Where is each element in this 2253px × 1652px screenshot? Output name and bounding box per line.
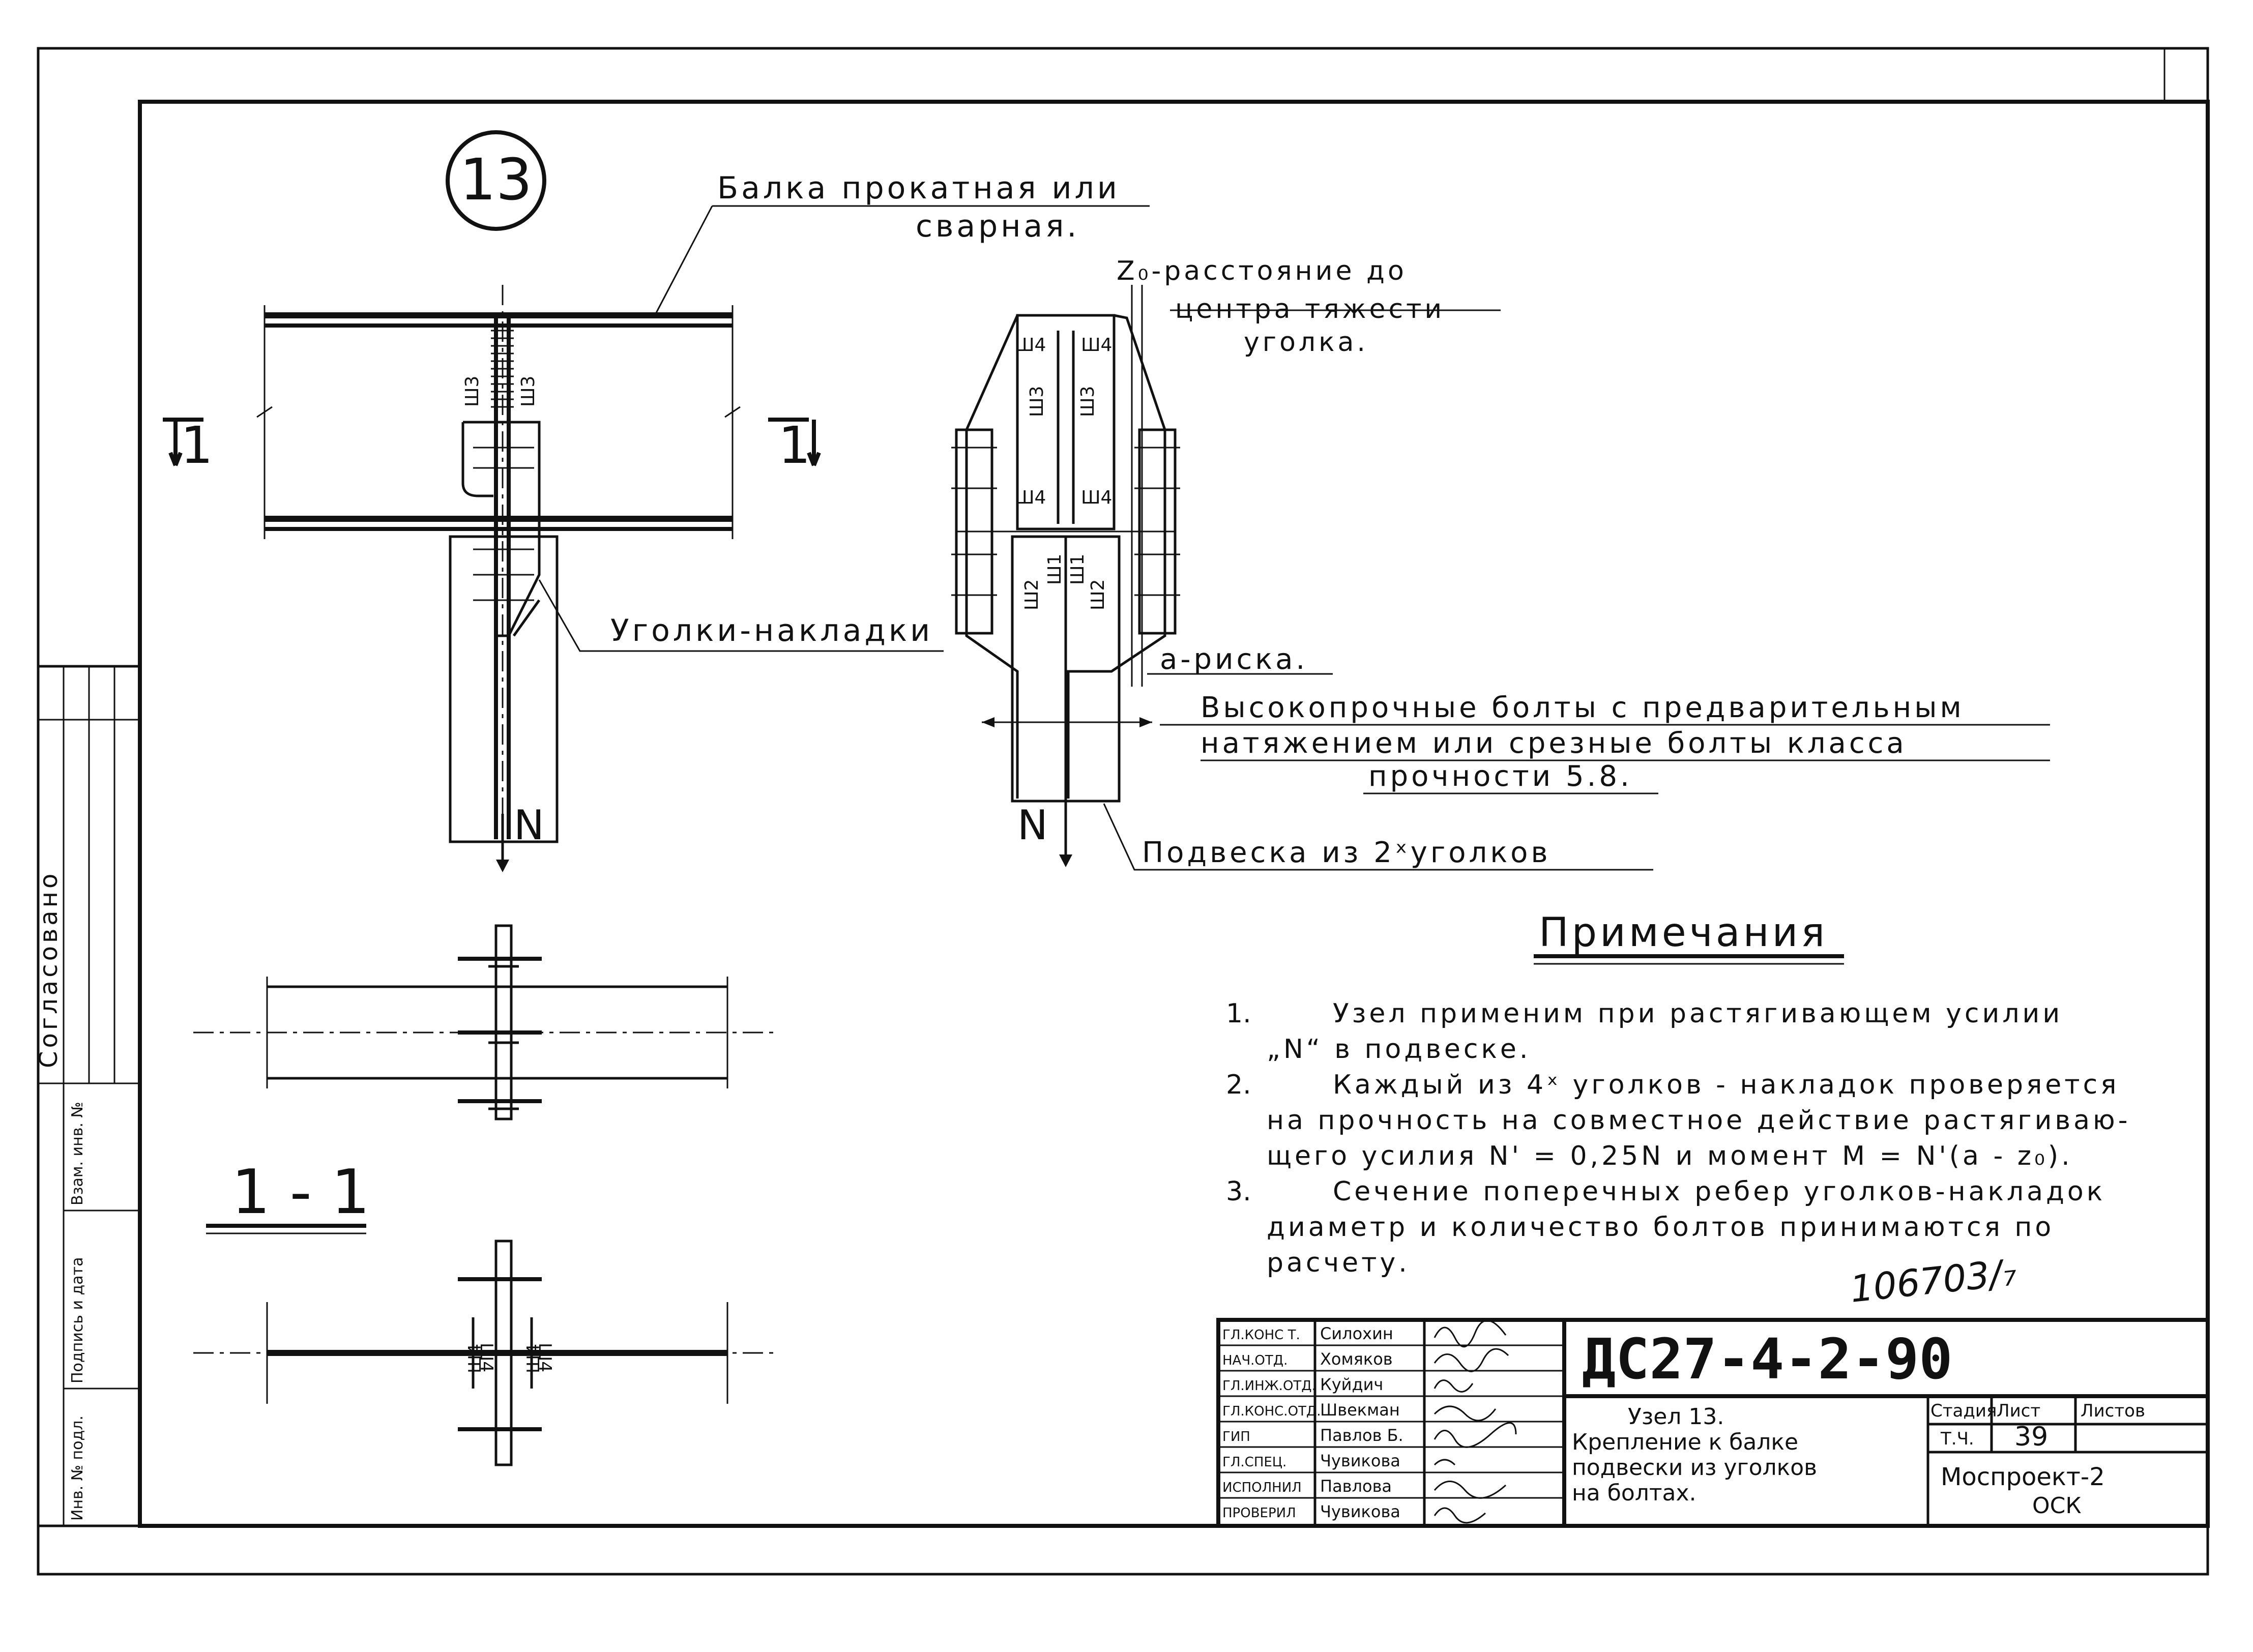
side-stamp-cell-1: Взам. инв. № [69,1102,86,1205]
staff-role: ГЛ.КОНС.ОТД. [1222,1404,1321,1419]
beam-label-2: сварная. [916,209,1079,244]
note-3-num: 3. [1226,1176,1251,1207]
stage-label: Стадия [1930,1401,1997,1421]
note-2-line-2: на прочность на совместное действие раст… [1267,1105,2130,1136]
weld-mark: Ш3 [1077,386,1098,417]
staff-role: ПРОВЕРИЛ [1222,1506,1296,1521]
staff-name: Хомяков [1320,1349,1393,1369]
z0-callout: Z₀-расстояние до центра тяжести уголка. [1117,256,1501,687]
weld-mark: Ш1 [1067,554,1088,585]
bolts-label-2: натяжением или срезные болты класса [1201,727,1907,760]
weld-mark: Ш2 [1021,579,1042,610]
angles-label: Уголки-накладки [610,613,933,648]
staff-name: Силохин [1320,1324,1393,1343]
section-views: 1 - 1 Ш4 Ш4 Ш4 Ш4 [193,924,773,1466]
z0-label-1: Z₀-расстояние до [1117,256,1407,286]
node-marker: 13 [446,130,546,231]
note-3-line-2: диаметр и количество болтов принимаются … [1267,1212,2054,1243]
weld-mark: Ш4 [535,1343,555,1372]
bolts-callout: Высокопрочные болты с предварительным на… [1160,691,2050,794]
side-stamp: Согласовано Взам. инв. № Подпись и дата … [35,665,141,1527]
weld-mark: Ш4 [465,1344,485,1373]
weld-mark: Ш4 [476,1343,496,1372]
force-right: N [1017,802,1048,849]
staff-role: НАЧ.ОТД. [1222,1353,1288,1368]
organization-1: Моспроект-2 [1941,1463,2105,1491]
document-code: ДС27-4-2-90 [1582,1326,1952,1392]
staff-role: ГЛ.СПЕЦ. [1222,1455,1286,1470]
section-title: 1 - 1 [231,1157,370,1228]
section-mark-left: 1 [181,416,213,475]
staff-name: Чувикова [1320,1451,1400,1470]
beam-label-1: Балка прокатная или [717,170,1120,206]
angles-callout: Уголки-накладки [538,579,944,652]
weld-mark: Ш4 [523,1344,544,1373]
staff-role: ГЛ.КОНС Т. [1222,1328,1300,1343]
note-2-line-3: щего усилия N' = 0,25N и момент M = N'(a… [1267,1141,2073,1171]
staff-role: ИСПОЛНИЛ [1222,1480,1302,1495]
side-stamp-cell-3: Инв. № подл. [69,1415,86,1521]
inventory-number: 106703/₇ [1848,1251,2018,1311]
staff-name: Куйдич [1320,1375,1383,1394]
staff-name: Чувикова [1320,1502,1400,1521]
hanger-label: Подвеска из 2ˣуголков [1142,836,1550,869]
description-line-1: Узел 13. [1628,1404,1724,1430]
weld-mark: Ш2 [1088,579,1108,610]
weld-mark: Ш4 [1081,335,1112,356]
staff-name: Швекман [1320,1400,1400,1420]
sheet-value: 39 [2014,1422,2048,1452]
weld-mark: Ш4 [1015,335,1046,356]
sheet-label: Лист [1997,1401,2040,1421]
weld-mark: Ш3 [462,376,483,407]
note-3-line-1: Сечение поперечных ребер уголков-накладо… [1333,1176,2105,1207]
bolts-label-3: прочности 5.8. [1368,760,1632,793]
signature-marks [1433,1319,1517,1524]
note-1-num: 1. [1226,998,1251,1029]
staff-role: ГИП [1222,1429,1250,1444]
node-number: 13 [460,147,533,213]
note-2-line-1: Каждый из 4ˣ уголков - накладок проверяе… [1333,1070,2119,1100]
weld-mark: Ш1 [1044,554,1065,585]
weld-mark: Ш3 [518,376,539,407]
a-mark-label: a-риска. [1160,643,1308,676]
notes-block: Примечания 1. Узел применим при растягив… [1226,910,2130,1278]
weld-mark: Ш4 [1081,487,1112,508]
elevation-view: Ш3 Ш3 N 1 1 [163,285,821,872]
title-block: ГЛ.КОНС Т. Силохин НАЧ.ОТД. Хомяков ГЛ.И… [1216,1318,2210,1528]
organization-2: ОСК [2032,1493,2082,1519]
a-mark-callout: a-риска. [1147,643,1333,676]
notes-heading: Примечания [1539,910,1828,956]
section-mark-right: 1 [778,416,811,475]
hanger-callout: Подвеска из 2ˣуголков [1103,803,1653,871]
note-2-num: 2. [1226,1070,1251,1100]
z0-label-2: центра тяжести [1175,294,1445,324]
note-3-line-3: расчету. [1267,1248,1410,1278]
description-line-3: подвески из уголков [1572,1455,1817,1481]
note-1-line-2: „N“ в подвеске. [1267,1034,1531,1065]
description-line-4: на болтах. [1572,1480,1696,1506]
weld-mark: Ш3 [1027,386,1047,417]
staff-name: Павлова [1320,1477,1392,1496]
description-line-2: Крепление к балке [1572,1429,1798,1455]
side-stamp-agreed: Согласовано [35,871,63,1068]
sheets-label: Листов [2081,1401,2145,1421]
z0-label-3: уголка. [1244,327,1368,358]
force-left: N [514,802,544,849]
side-view: Ш4 Ш4 Ш4 Ш4 Ш3 Ш3 Ш2 Ш1 Ш1 Ш2 N [951,314,1180,867]
bolts-label-1: Высокопрочные болты с предварительным [1201,691,1965,724]
stage-value: Т.Ч. [1940,1429,1974,1449]
staff-name: Павлов Б. [1320,1426,1403,1445]
staff-role: ГЛ.ИНЖ.ОТД. [1222,1378,1316,1394]
weld-mark: Ш4 [1015,487,1046,508]
note-1-line-1: Узел применим при растягивающем усилии [1333,998,2063,1029]
side-stamp-cell-2: Подпись и дата [69,1257,86,1384]
beam-callout: Балка прокатная или сварная. [655,170,1150,313]
